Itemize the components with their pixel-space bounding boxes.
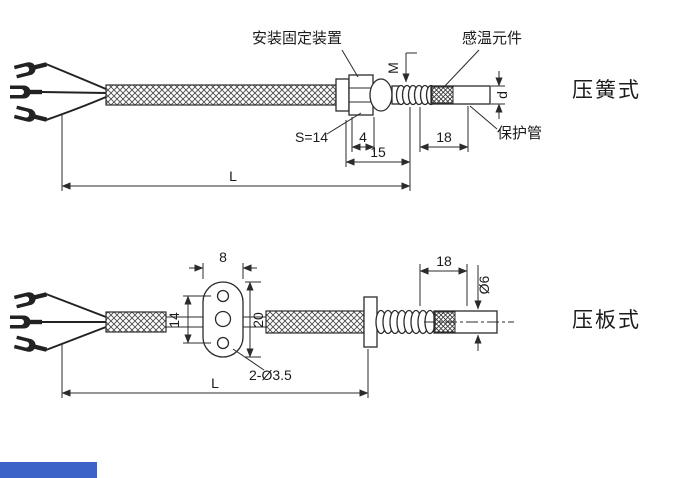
dimension-overall-length: L xyxy=(61,114,411,191)
dimension-tip-length: 18 xyxy=(419,253,468,306)
mounting-fitting xyxy=(335,74,401,116)
lead-wire-terminals xyxy=(10,58,107,126)
protection-tube-label: 保护管 xyxy=(497,125,542,142)
hole-spacing-value: 14 xyxy=(166,312,182,328)
fork-terminal-icon xyxy=(10,315,42,329)
dimension-thread: M xyxy=(385,52,417,83)
compression-spring xyxy=(395,84,437,106)
dimension-wrench-size: S=14 xyxy=(295,112,362,145)
spring-type-view: 安装固定装置 感温元件 保护管 M S=14 4 15 xyxy=(10,30,641,191)
sensing-element xyxy=(431,86,454,104)
mounting-hole-top xyxy=(216,289,230,303)
dimension-plate-length: 20 xyxy=(245,281,266,358)
stop-flange xyxy=(363,296,378,348)
fitting-length-value: 15 xyxy=(370,144,386,160)
dimension-tube-diameter: d xyxy=(491,71,510,119)
dimension-fitting-length: 15 xyxy=(345,107,411,167)
plate-type-view: 8 14 20 2-Ø3.5 18 Ø6 xyxy=(10,249,641,398)
fork-terminal-icon xyxy=(13,58,49,79)
tip-length-value: 18 xyxy=(436,129,452,145)
plate-type-title: 压板式 xyxy=(572,309,641,332)
braided-cable xyxy=(105,311,167,333)
overall-length-value: L xyxy=(229,168,237,184)
tube-diameter-value: d xyxy=(494,91,510,99)
dimension-plate-width: 8 xyxy=(189,249,257,279)
tip-length-value: 18 xyxy=(436,253,452,269)
fork-terminal-icon xyxy=(13,105,49,126)
spring-type-title: 压簧式 xyxy=(572,79,641,102)
mounting-plate xyxy=(202,281,244,358)
callout-sensing-element: 感温元件 xyxy=(442,30,522,89)
fork-terminal-icon xyxy=(13,335,49,356)
dimension-nut-width: 4 xyxy=(351,117,375,152)
compression-spring xyxy=(375,309,436,335)
plate-width-value: 8 xyxy=(219,249,227,265)
braided-cable xyxy=(265,310,365,334)
plate-length-value: 20 xyxy=(250,312,266,328)
cable-hole xyxy=(214,310,232,328)
mounting-holes-value: 2-Ø3.5 xyxy=(249,367,292,383)
thread-size-label: M xyxy=(385,62,401,74)
dimension-mounting-holes: 2-Ø3.5 xyxy=(232,348,292,383)
tube-diameter-value: Ø6 xyxy=(476,275,492,294)
dimension-overall-length: L xyxy=(61,344,369,398)
dimension-tube-diameter: Ø6 xyxy=(474,265,492,351)
protection-tube xyxy=(424,310,514,334)
wrench-size-label: S=14 xyxy=(295,129,328,145)
dimension-hole-spacing: 14 xyxy=(166,295,211,344)
sensing-element-label: 感温元件 xyxy=(462,30,522,47)
callout-protection-tube: 保护管 xyxy=(469,105,542,142)
fork-terminal-icon xyxy=(13,288,49,309)
lead-wire-terminals xyxy=(10,288,107,356)
nut-width-value: 4 xyxy=(359,129,367,145)
overall-length-value: L xyxy=(211,375,219,391)
callout-mounting-device: 安装固定装置 xyxy=(252,30,359,78)
mounting-device-label: 安装固定装置 xyxy=(252,30,342,47)
protection-tube xyxy=(430,85,491,105)
braided-cable xyxy=(105,84,337,106)
watermark-bar xyxy=(0,462,97,478)
fork-terminal-icon xyxy=(10,85,42,99)
mounting-hole-bottom xyxy=(216,336,230,350)
dimension-tip-length: 18 xyxy=(419,106,469,152)
